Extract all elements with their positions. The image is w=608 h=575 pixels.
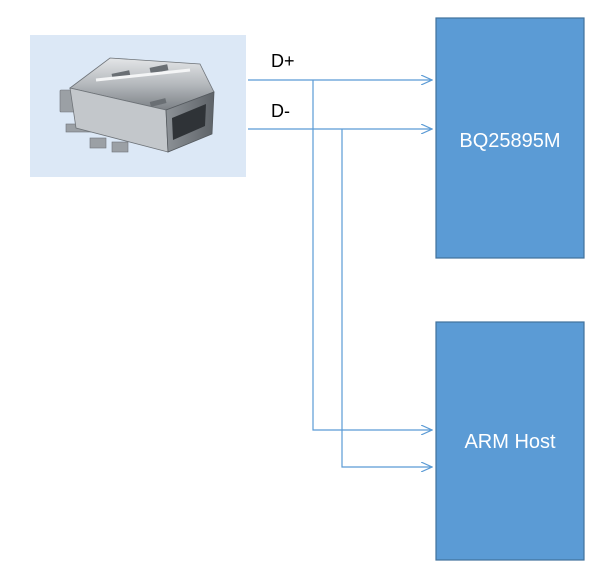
micro-usb-connector-photo [30,35,246,177]
dplus-to-host-wire [312,80,432,430]
dminus-label: D- [271,101,290,121]
latch-slot [149,98,167,107]
connector-opening [172,104,206,140]
latch-slot [149,64,169,74]
host-block-label: ARM Host [464,431,556,453]
host-block [435,321,585,561]
dplus-label: D+ [271,51,295,71]
dminus-to-host-wire [341,129,432,467]
charger-block [435,17,585,259]
charger-block-label: BQ25895M [459,130,560,152]
connector-highlight [95,68,191,82]
signal-wires [248,80,432,467]
